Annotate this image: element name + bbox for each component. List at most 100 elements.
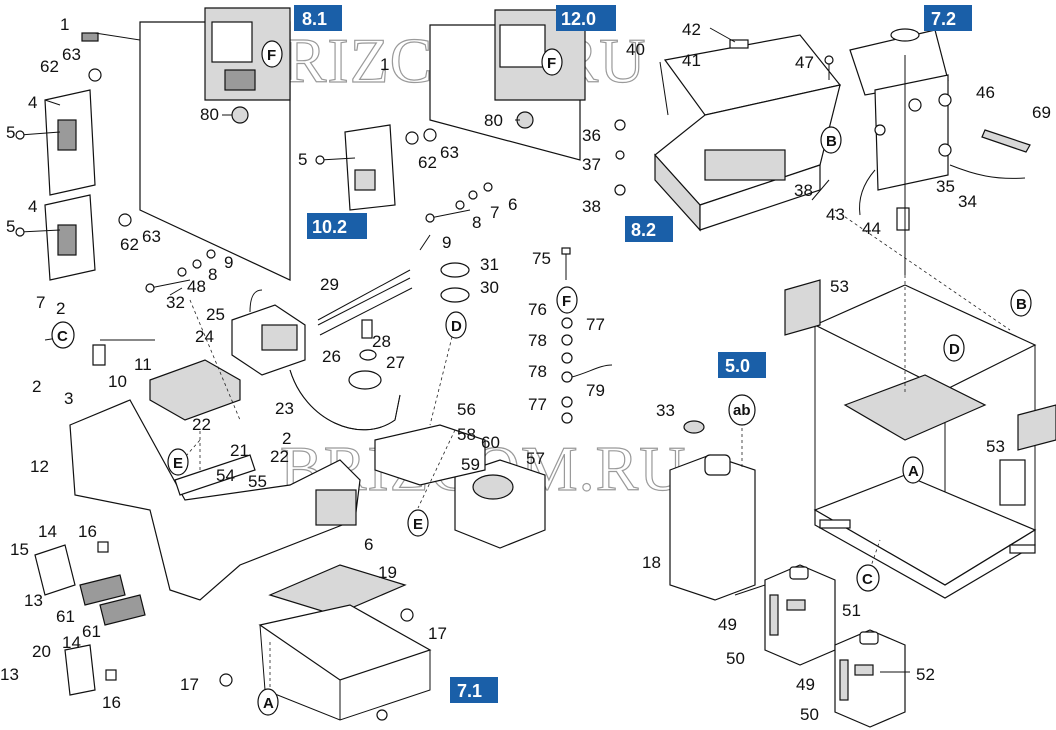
connector-b-1: B [820,126,842,154]
connector-e-2-text: E [413,516,423,533]
part-label: 21 [230,441,249,460]
part-label: 9 [224,253,233,272]
part-label: 8 [472,213,481,232]
part-label: 29 [320,275,339,294]
connector-a-2: A [257,688,279,716]
part-label: 54 [216,466,235,485]
part-label: 7 [490,203,499,222]
reference-boxes: 8.1 12.0 7.2 10.2 8.2 5.0 7.1 [294,5,972,703]
part-label: 32 [166,293,185,312]
part-label: 79 [586,381,605,400]
drawing [15,7,1056,728]
part-label: 69 [1032,103,1051,122]
connector-c-1: C [51,321,75,349]
part-label: 5 [6,217,15,236]
ref-10-2-box[interactable]: 10.2 [307,213,367,239]
part-label: 37 [582,155,601,174]
ref-5-0-text: 5.0 [725,356,750,376]
part-label: 62 [418,153,437,172]
part-label: 61 [82,622,101,641]
part-label: 77 [586,315,605,334]
ref-7-2-box[interactable]: 7.2 [924,5,972,31]
connector-d-1: D [445,311,467,339]
part-label: 14 [38,522,57,541]
part-label: 24 [195,327,214,346]
connector-d-2-text: D [949,341,960,358]
part-label: 48 [187,277,206,296]
part-label: 1 [60,15,69,34]
part-label: 56 [457,400,476,419]
part-label: 78 [528,362,547,381]
part-label: 15 [10,540,29,559]
part-label: 31 [480,255,499,274]
part-label: 27 [386,353,405,372]
ref-12-0-box[interactable]: 12.0 [556,5,616,31]
ref-8-1-box[interactable]: 8.1 [294,5,342,31]
part-label: 50 [726,649,745,668]
part-label: 16 [78,522,97,541]
connector-c-1-text: C [57,328,68,345]
part-label: 16 [102,693,121,712]
connector-e-1-text: E [173,455,183,472]
connector-a-1-text: A [908,463,919,480]
part-label: 40 [626,40,645,59]
connectors: F F F B B C D D ab E E A A C [51,40,1032,716]
part-label: 13 [0,665,19,684]
part-label: 5 [298,150,307,169]
part-label: 50 [800,705,819,724]
part-label: 5 [6,123,15,142]
part-label: 4 [28,197,37,216]
ref-8-1-text: 8.1 [302,9,327,29]
part-label: 53 [986,437,1005,456]
part-label: 55 [248,472,267,491]
part-label: 47 [795,53,814,72]
part-label: 33 [656,401,675,420]
ref-5-0-box[interactable]: 5.0 [718,352,766,378]
connector-e-2: E [407,509,429,537]
part-label: 41 [682,51,701,70]
ref-10-2-text: 10.2 [312,217,347,237]
connector-a-2-text: A [263,695,274,712]
part-label: 19 [378,563,397,582]
connector-b-2-text: B [1016,296,1027,313]
part-label: 44 [862,219,881,238]
connector-f-1-text: F [267,47,276,64]
connector-c-2: C [856,564,880,592]
part-label: 2 [56,299,65,318]
part-label: 25 [206,305,225,324]
part-label: 59 [461,455,480,474]
connector-d-2: D [943,334,965,362]
part-label: 80 [484,111,503,130]
connector-f-3: F [556,286,578,314]
part-label: 63 [142,227,161,246]
part-label: 14 [62,633,81,652]
part-label: 80 [200,105,219,124]
part-label: 38 [794,181,813,200]
part-label: 60 [481,433,500,452]
ref-7-1-box[interactable]: 7.1 [450,677,498,703]
part-label: 46 [976,83,995,102]
connector-a-1: A [902,456,924,484]
part-label: 17 [180,675,199,694]
part-label: 23 [275,399,294,418]
part-label: 4 [28,93,37,112]
connector-e-1: E [167,448,189,476]
part-label: 63 [440,143,459,162]
part-label: 2 [32,377,41,396]
ref-8-2-box[interactable]: 8.2 [625,216,673,242]
part-label: 76 [528,300,547,319]
part-label: 2 [282,429,291,448]
connector-f-1: F [261,40,283,68]
part-label: 42 [682,20,701,39]
connector-b-1-text: B [826,133,837,150]
part-label: 51 [842,601,861,620]
part-label: 57 [526,449,545,468]
part-label: 1 [380,55,389,74]
ref-8-2-text: 8.2 [631,220,656,240]
ref-12-0-text: 12.0 [561,9,596,29]
part-label: 12 [30,457,49,476]
part-label: 58 [457,425,476,444]
ref-7-1-text: 7.1 [457,681,482,701]
part-label: 22 [270,447,289,466]
